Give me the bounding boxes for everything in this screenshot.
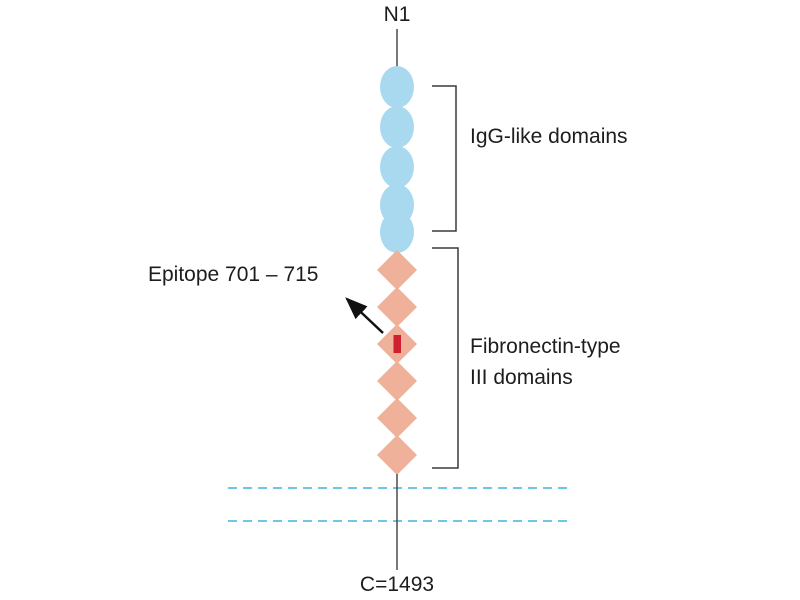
fn3-domain xyxy=(377,250,417,290)
igg-bracket-label: IgG-like domains xyxy=(470,125,628,148)
igg-domain xyxy=(380,146,414,188)
fn3-domain xyxy=(377,435,417,475)
fn3-domain xyxy=(377,361,417,401)
fn3-bracket-label-line2: III domains xyxy=(470,366,573,389)
igg-domain xyxy=(380,106,414,148)
epitope-arrow xyxy=(345,297,384,334)
igg-domain-group xyxy=(380,66,414,253)
igg-bracket xyxy=(432,85,457,232)
igg-domain xyxy=(380,211,414,253)
fn3-bracket xyxy=(432,247,459,469)
igg-domain xyxy=(380,66,414,108)
fn3-domain-group xyxy=(377,250,417,475)
fn3-domain xyxy=(377,287,417,327)
n-terminus-label: N1 xyxy=(384,3,411,26)
fn3-bracket-label-line1: Fibronectin-type xyxy=(470,335,621,358)
epitope-label: Epitope 701 – 715 xyxy=(148,263,318,286)
epitope-marker xyxy=(393,335,401,353)
fn3-domain xyxy=(377,398,417,438)
c-terminus-label: C=1493 xyxy=(360,573,434,596)
